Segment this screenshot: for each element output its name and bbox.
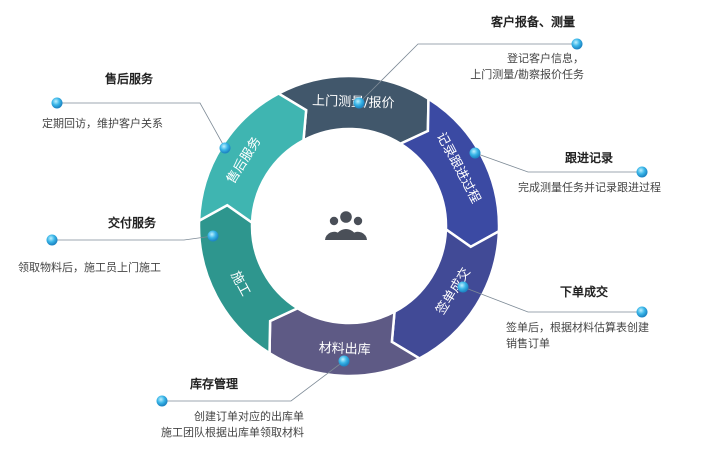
callout-desc-line: 完成测量任务并记录跟进过程	[518, 181, 661, 194]
connector-dot	[636, 166, 648, 178]
segment-label: 材料出库	[318, 340, 371, 358]
callout-title: 售后服务	[105, 72, 154, 86]
connector-dot	[353, 97, 365, 109]
callout-desc-line: 登记客户信息，	[507, 52, 584, 65]
callout-followup: 跟进记录	[565, 149, 613, 166]
connector-dot	[457, 281, 469, 293]
callout-inventory-desc: 创建订单对应的出库单 施工团队根据出库单领取材料	[130, 409, 304, 441]
connector-dot	[636, 306, 648, 318]
callout-aftersales-desc: 定期回访，维护客户关系	[42, 116, 163, 132]
callout-desc-line: 领取物料后，施工员上门施工	[18, 261, 161, 274]
callout-deal-desc: 签单后，根据材料估算表创建 销售订单	[506, 320, 649, 352]
callout-desc-line: 上门测量/勘察报价任务	[470, 68, 584, 81]
leader-line	[462, 286, 642, 313]
connector-dot	[571, 38, 583, 50]
callout-aftersales: 售后服务	[105, 70, 153, 87]
connector-dot	[46, 234, 58, 246]
callout-title: 库存管理	[190, 377, 239, 391]
callout-desc-line: 签单后，根据材料估算表创建	[506, 321, 649, 334]
callout-followup-desc: 完成测量任务并记录跟进过程	[518, 180, 661, 196]
connector-dot	[51, 97, 63, 109]
leader-line	[162, 360, 345, 402]
leader-line	[57, 102, 226, 149]
callout-survey-desc: 登记客户信息， 上门测量/勘察报价任务	[418, 51, 584, 83]
callout-title: 下单成交	[560, 285, 609, 299]
callout-delivery-desc: 领取物料后，施工员上门施工	[18, 260, 161, 276]
connector-dot	[207, 230, 219, 242]
callout-title: 跟进记录	[565, 151, 614, 165]
callout-deal: 下单成交	[560, 283, 608, 300]
segment-label: 上门测量/报价	[312, 94, 395, 112]
connector-dot	[156, 395, 168, 407]
callout-desc-line: 销售订单	[506, 337, 550, 350]
callout-title: 客户报备、测量	[490, 15, 575, 29]
callout-delivery: 交付服务	[108, 214, 156, 231]
leader-line	[358, 43, 577, 104]
callout-desc-line: 定期回访，维护客户关系	[42, 117, 163, 130]
connector-dot	[469, 147, 481, 159]
callout-inventory: 库存管理	[190, 375, 238, 392]
callout-title: 交付服务	[108, 216, 157, 230]
leader-line	[474, 152, 642, 173]
callout-desc-line: 施工团队根据出库单领取材料	[161, 426, 304, 439]
callout-survey: 客户报备、测量	[445, 13, 575, 30]
callout-desc-line: 创建订单对应的出库单	[194, 410, 304, 423]
people-group-icon	[325, 211, 367, 240]
connector-dot	[219, 142, 231, 154]
segment-aftersales	[197, 92, 308, 225]
leader-line	[52, 235, 214, 241]
connector-dot	[338, 355, 350, 367]
